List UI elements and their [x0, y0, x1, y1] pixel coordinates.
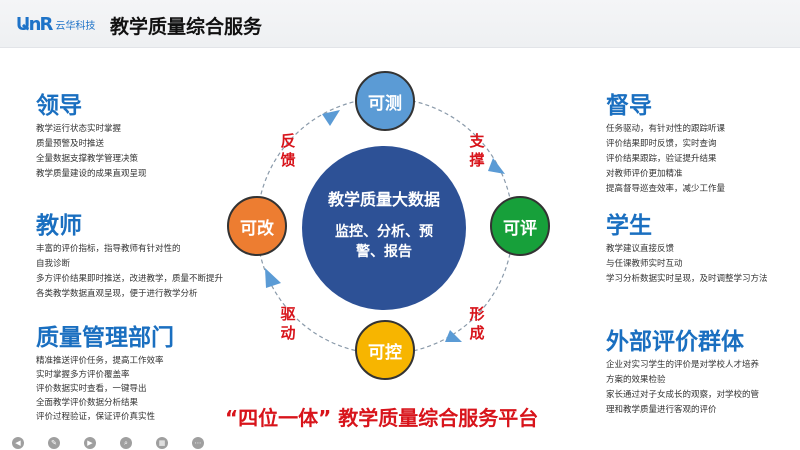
label-drive: 驱动	[280, 305, 296, 342]
more-options-button[interactable]: ⋯	[192, 437, 204, 449]
logo-mark: ԱnR	[16, 14, 53, 35]
block-line: 提高督导巡查效率，减少工作量	[606, 184, 726, 194]
teacher-block: 教师 丰富的评价指标，指导教师有针对性的 自我诊断 多方评价结果即时推送，改进教…	[36, 212, 223, 302]
zoom-button[interactable]: ⌕	[120, 437, 132, 449]
logo: ԱnR 云华科技	[16, 14, 95, 35]
node-improvable: 可改	[227, 196, 287, 256]
block-title: 督导	[606, 93, 652, 119]
block-line: 对教师评价更加精准	[606, 169, 683, 179]
center-circle: 教学质量大数据 监控、分析、预警、报告	[302, 146, 466, 310]
node-evaluable: 可评	[490, 196, 550, 256]
block-line: 精准推送评价任务，提高工作效率	[36, 356, 164, 366]
label-form: 形成	[469, 305, 485, 342]
leader-block: 领导 教学运行状态实时掌握 质量预警及时推送 全量数据支撑教学管理决策 教学质量…	[36, 92, 147, 182]
logo-text: 云华科技	[55, 21, 96, 32]
block-line: 实时掌握多方评价覆盖率	[36, 370, 130, 380]
slide-controls: ◀ ✎ ▶ ⌕ ▦ ⋯	[12, 437, 204, 449]
block-line: 家长通过对子女成长的观察，对学校的管	[606, 390, 760, 400]
block-line: 各类教学数据直观呈现，便于进行教学分析	[36, 289, 198, 299]
page-title: 教学质量综合服务	[110, 16, 263, 38]
block-line: 多方评价结果即时推送，改进教学，质量不断提升	[36, 274, 224, 284]
block-line: 评价结果即时反馈，实时查询	[606, 139, 717, 149]
block-line: 任务驱动，有针对性的跟踪听课	[606, 124, 726, 134]
external-block: 外部评价群体 企业对实习学生的评价是对学校人才培养 方案的效果检验 家长通过对子…	[606, 328, 759, 418]
label-support: 支撑	[469, 132, 485, 169]
block-line: 评价数据实时查看，一键导出	[36, 384, 147, 394]
label-feedback: 反馈	[280, 132, 296, 169]
center-subtitle: 监控、分析、预警、报告	[335, 224, 433, 260]
block-line: 全面教学评价数据分析结果	[36, 398, 139, 408]
block-title: 学生	[606, 213, 652, 239]
platform-title: “四位一体” 教学质量综合服务平台	[225, 406, 539, 430]
block-title: 领导	[36, 93, 82, 119]
slides-grid-button[interactable]: ▦	[156, 437, 168, 449]
block-line: 与任课教师实时互动	[606, 259, 683, 269]
block-title: 质量管理部门	[36, 325, 174, 351]
next-slide-button[interactable]: ▶	[84, 437, 96, 449]
block-line: 自我诊断	[36, 259, 71, 269]
block-line: 教学运行状态实时掌握	[36, 124, 122, 134]
arrow-feedback-icon	[322, 110, 340, 126]
student-block: 学生 教学建议直接反馈 与任课教师实时互动 学习分析数据实时呈现，及时调整学习方…	[606, 212, 768, 287]
block-line: 丰富的评价指标，指导教师有针对性的	[36, 244, 181, 254]
quality-dept-block: 质量管理部门 精准推送评价任务，提高工作效率 实时掌握多方评价覆盖率 评价数据实…	[36, 324, 174, 424]
block-line: 评价结果跟踪，验证提升结果	[606, 154, 717, 164]
block-line: 全量数据支撑教学管理决策	[36, 154, 139, 164]
block-line: 企业对实习学生的评价是对学校人才培养	[606, 360, 760, 370]
block-line: 评价过程验证，保证评价真实性	[36, 412, 156, 422]
block-line: 教学质量建设的成果直观呈现	[36, 169, 147, 179]
supervisor-block: 督导 任务驱动，有针对性的跟踪听课 评价结果即时反馈，实时查询 评价结果跟踪，验…	[606, 92, 725, 197]
header: ԱnR 云华科技 教学质量综合服务	[0, 0, 800, 48]
prev-slide-button[interactable]: ◀	[12, 437, 24, 449]
block-line: 方案的效果检验	[606, 375, 666, 385]
arrow-form-icon	[445, 330, 462, 342]
center-title: 教学质量大数据	[327, 190, 440, 209]
block-title: 外部评价群体	[606, 329, 744, 355]
block-line: 学习分析数据实时呈现，及时调整学习方法	[606, 274, 768, 284]
arrow-support-icon	[488, 158, 505, 174]
node-measurable: 可测	[355, 71, 415, 131]
block-line: 理和教学质量进行客观的评价	[606, 405, 717, 415]
block-line: 教学建议直接反馈	[606, 244, 675, 254]
node-controllable: 可控	[355, 320, 415, 380]
arrow-drive-icon	[265, 268, 281, 288]
block-title: 教师	[36, 213, 82, 239]
block-line: 质量预警及时推送	[36, 139, 105, 149]
pen-tool-button[interactable]: ✎	[48, 437, 60, 449]
